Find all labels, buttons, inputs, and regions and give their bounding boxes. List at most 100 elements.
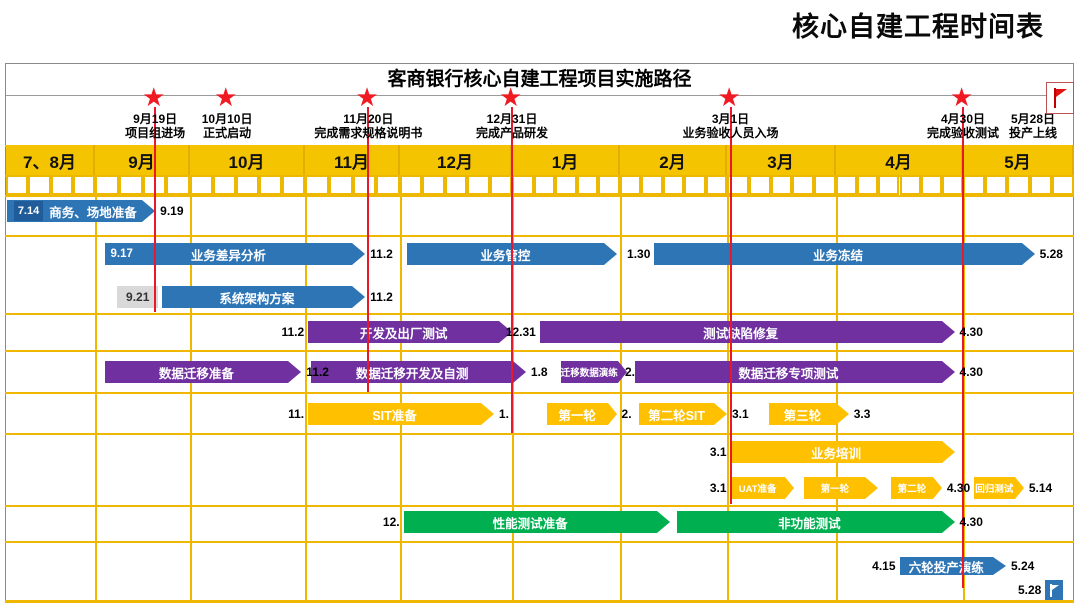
milestone-label: 10月10日正式启动	[202, 112, 253, 141]
bar-body: 性能测试准备	[403, 511, 657, 533]
gantt-box: 9.21	[117, 286, 159, 308]
milestone-date: 5月28日	[1010, 112, 1056, 126]
week-cell	[985, 175, 1008, 195]
gantt-bar: 第三轮	[769, 403, 849, 425]
bar-body: 业务培训	[730, 441, 942, 463]
bar-arrow-head	[498, 321, 512, 343]
month-header-cell: 2月	[620, 145, 727, 175]
bar-body: SIT准备	[308, 403, 481, 425]
week-cell	[770, 175, 793, 195]
bar-label: 第一轮	[558, 408, 596, 423]
week-cell	[857, 175, 879, 195]
week-cell	[941, 175, 963, 195]
row-separator	[5, 600, 1074, 603]
milestone-label: 9月19日项目组进场	[125, 112, 185, 141]
bar-label: 数据迁移开发及自测	[355, 366, 469, 381]
date-label: 4.30	[959, 515, 983, 529]
bar-arrow-head	[352, 243, 366, 265]
row-separator	[5, 392, 1074, 394]
page-title: 核心自建工程时间表	[792, 12, 1044, 42]
chart-title: 客商银行核心自建工程项目实施路径	[6, 64, 1073, 96]
bar-label: 开发及出厂测试	[359, 326, 448, 341]
week-cell	[305, 175, 329, 195]
bar-label: 数据迁移准备	[158, 366, 234, 381]
week-cell	[400, 175, 423, 195]
bar-body: 业务冻结	[654, 243, 1022, 265]
week-cell	[444, 175, 468, 195]
month-header-cell: 12月	[400, 145, 512, 175]
week-cell	[920, 175, 942, 195]
milestone-desc: 完成验收测试	[926, 126, 1000, 141]
month-header-cell: 4月	[836, 145, 963, 175]
bar-arrow-head	[941, 511, 955, 533]
bar-label: 性能测试准备	[492, 516, 568, 531]
bar-label: 业务差异分析	[190, 248, 266, 263]
flag-cloth	[1052, 584, 1060, 590]
milestone-date: 11月20日	[343, 112, 394, 126]
week-cell	[512, 175, 534, 195]
month-header-cell: 1月	[512, 145, 620, 175]
milestone-label: 3月1日业务验收人员入场	[683, 112, 779, 141]
date-label: 11.2	[281, 325, 305, 339]
date-label: 1.8	[530, 365, 548, 379]
week-cell	[28, 175, 51, 195]
date-label: 2.	[621, 407, 632, 421]
milestone-star-icon: ★	[355, 82, 379, 112]
milestone-date: 3月1日	[711, 112, 750, 126]
gantt-bar: 测试缺陷修复	[539, 321, 955, 343]
date-label: 3.1	[732, 407, 749, 421]
bar-arrow-head	[941, 441, 955, 463]
bar-arrow-head	[713, 403, 727, 425]
date-label: 4.30	[959, 325, 983, 339]
bar-body: 迁移数据演练	[560, 361, 618, 383]
week-cell	[50, 175, 73, 195]
bar-body: 第一轮	[546, 403, 608, 425]
date-label: 5.14	[1028, 481, 1053, 495]
week-cell	[376, 175, 400, 195]
week-cell	[95, 175, 119, 195]
gantt-bar: SIT准备	[308, 403, 494, 425]
bar-label: 系统架构方案	[219, 291, 295, 306]
bar-arrow-head	[603, 243, 617, 265]
week-cell	[748, 175, 771, 195]
week-cell	[489, 175, 512, 195]
gantt-bar: 第二轮	[891, 477, 942, 499]
bar-label: 业务冻结	[812, 248, 863, 263]
bar-label: 第三轮	[783, 408, 822, 423]
date-label: 1.	[498, 407, 509, 421]
gantt-bar: UAT准备	[730, 477, 794, 499]
milestone-desc: 完成产品研发	[475, 126, 549, 141]
bar-label: 迁移数据演练	[560, 368, 618, 379]
date-label: 4.30	[959, 365, 983, 379]
week-cell	[684, 175, 706, 195]
flag-icon	[1053, 88, 1068, 108]
go-live-marker	[1045, 580, 1064, 600]
bar-label: 非功能测试	[778, 516, 841, 531]
bar-body: 回归测试	[973, 477, 1015, 499]
milestone-star-icon: ★	[717, 82, 741, 112]
week-cell	[422, 175, 445, 195]
bar-arrow-head	[865, 477, 879, 499]
gantt-bar: 第一轮	[546, 403, 617, 425]
date-label: 12.31	[505, 325, 536, 339]
milestone-date: 4月30日	[940, 112, 986, 126]
bar-label: UAT准备	[738, 484, 777, 495]
week-cell	[641, 175, 663, 195]
bar-arrow-head	[932, 477, 942, 499]
gantt-bar: 六轮投产演练	[899, 557, 1006, 575]
month-header-cell: 7、8月	[6, 145, 95, 175]
gantt-bar: 回归测试	[973, 477, 1024, 499]
milestone-label: 4月30日完成验收测试	[927, 112, 999, 141]
gantt-bar: 非功能测试	[677, 511, 955, 533]
date-label: 3.1	[709, 481, 727, 495]
week-cell	[705, 175, 727, 195]
month-header-cell: 9月	[95, 145, 190, 175]
week-cell	[1051, 175, 1074, 195]
row-separator	[5, 195, 1074, 197]
month-gridline	[305, 145, 307, 600]
date-label: 4.15	[872, 559, 896, 573]
bar-arrow-head	[617, 361, 627, 383]
